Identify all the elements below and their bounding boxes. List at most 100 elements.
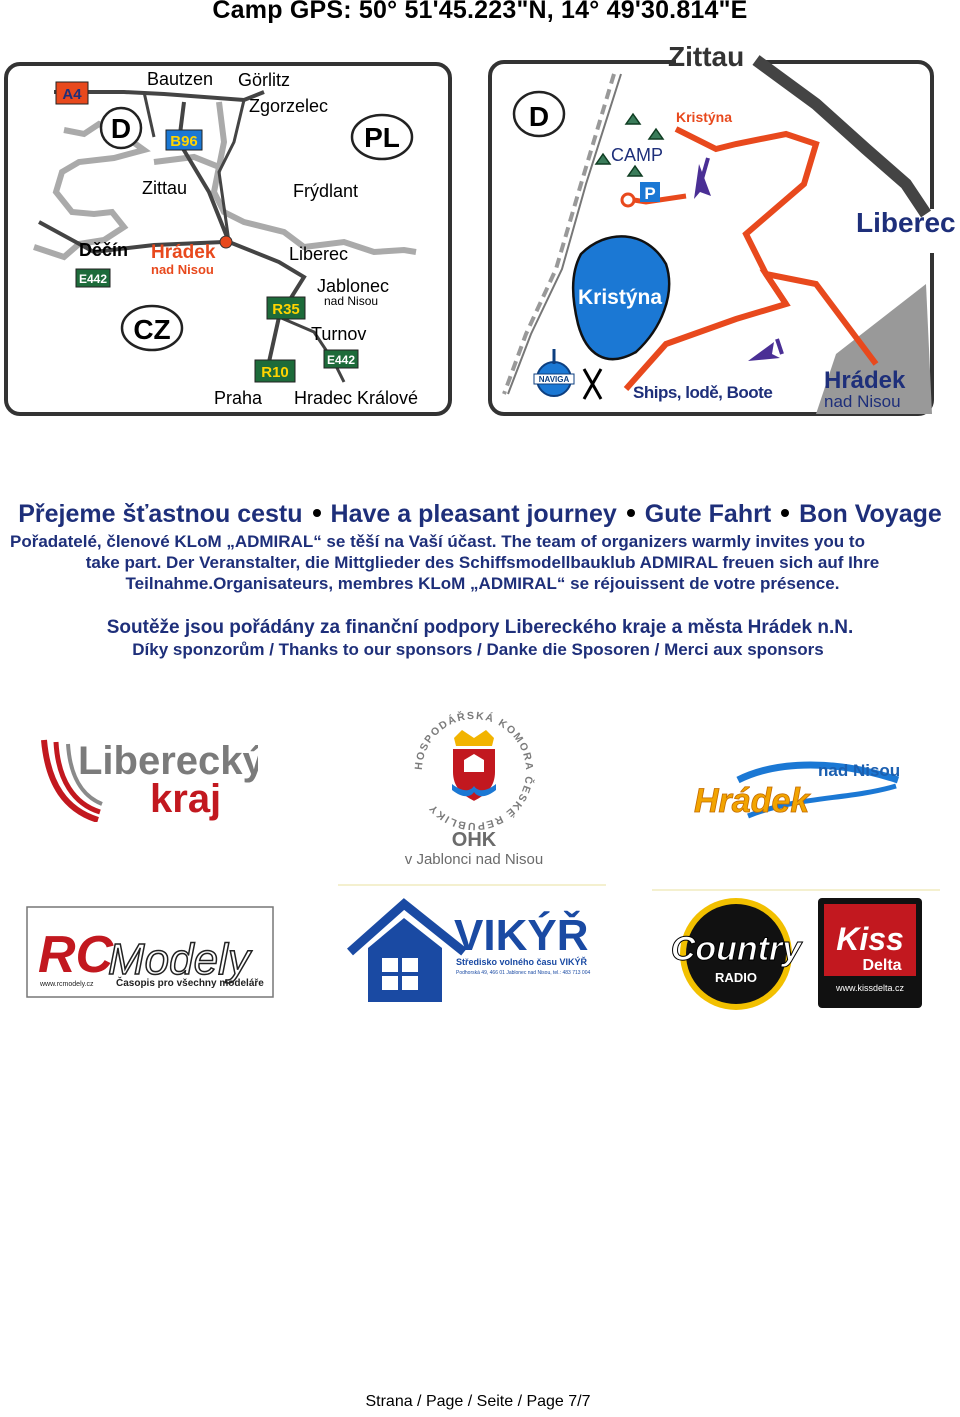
road-badge-a4 [55,81,89,105]
town-jablonec-sub: nad Nisou [324,294,378,308]
town-hradek-sub: nad Nisou [151,262,214,277]
road-main-south [176,101,307,383]
town-praha: Praha [214,388,263,408]
country-d [512,90,566,138]
route-to-hradek [759,269,879,366]
vikyr-logo: VIKÝŘ Středisko volného času VIKÝŘ Podho… [347,898,590,1002]
town-liberec: Liberec [289,244,348,264]
town-frydlant: Frýdlant [293,181,358,201]
road-a4 [54,90,265,103]
naviga-logo-icon: NAVIGA [533,349,575,397]
svg-text:A4: A4 [62,86,82,103]
svg-text:NAVIGA: NAVIGA [539,375,570,384]
border-line-neisse [216,101,228,168]
regional-map: A4 B96 E442 R35 R10 E442 D PL CZ Bautzen… [4,62,452,416]
road-b96 [142,91,156,138]
bullet-icon [626,509,635,518]
tent-icon [626,164,644,177]
town-bautzen: Bautzen [147,69,213,89]
town-zgorzelec: Zgorzelec [249,96,328,116]
hradek-logo: nad Nisou Hrádek [694,761,901,820]
sponsor-radio-logos: Country RADIO Kiss Delta www.kissdelta.c… [670,898,922,1010]
parking-icon [640,182,660,202]
country-radio-logo: Country RADIO [670,898,804,1010]
liberecky-kraj-logo: Liberecký kraj [41,739,258,822]
state-border [502,73,616,395]
cutlery-icon [582,368,603,400]
svg-text:VIKÝŘ: VIKÝŘ [454,910,588,960]
town-zittau: Zittau [142,178,187,198]
road-badge-e442-2 [323,349,359,369]
state-border-inner [507,73,622,395]
lake-label: Kristýna [578,286,662,309]
svg-text:Kiss: Kiss [836,921,904,957]
svg-text:Podhorská 49, 466 01 Jablonec: Podhorská 49, 466 01 Jablonec nad Nisou,… [456,970,590,976]
svg-text:nad Nisou: nad Nisou [818,761,900,780]
ohk-logo: HOSPODÁŘSKÁ KOMORA ČESKÉ REPUBLIKY OHK v… [405,710,543,868]
arrow-camp-icon [694,164,711,199]
arrow-lake-icon [748,342,780,361]
town-zittau: Zittau [668,41,744,72]
svg-text:PL: PL [364,122,400,153]
country-cz [120,304,184,352]
road-badge-r35 [266,296,306,320]
gps-title: Camp GPS: 50° 51'45.223"N, 14° 49'30.814… [212,0,748,24]
town-liberec: Liberec [856,207,956,238]
town-decin: Děčín [79,240,128,260]
road-badge-b96 [165,129,203,151]
bullet-icon [781,509,790,518]
town-hradek: Hrádek [151,242,216,263]
ships-label: Ships, lodě, Boote [633,383,772,402]
svg-text:B96: B96 [170,133,198,150]
svg-text:E442: E442 [79,272,107,286]
town-area [816,284,932,414]
country-pl [350,113,414,161]
svg-text:RADIO: RADIO [715,970,757,985]
lake-kristyna [571,235,671,361]
kristyna-label: Kristýna [676,109,732,125]
town-hradek-sub: nad Nisou [824,392,901,411]
svg-text:Hrádek: Hrádek [694,782,811,820]
town-goerlitz: Görlitz [238,70,290,90]
road-e442-west [38,220,225,255]
road-goerlitz [217,99,246,243]
svg-text:OHK: OHK [452,829,497,851]
tent-icon [647,127,665,140]
bullet-icon [312,509,321,518]
town-hradec-kralove: Hradec Králové [294,388,418,408]
border-line-pl-cz [153,153,417,256]
svg-text:P: P [644,184,655,203]
rc-modely-logo: RC Modely www.rcmodely.cz Časopis pro vš… [26,906,274,998]
page-footer: Strana / Page / Seite / Page 7/7 [365,1393,591,1410]
svg-text:D: D [111,113,131,144]
svg-text:CZ: CZ [133,314,170,345]
route-to-camp [623,126,820,391]
sponsors-heading: Díky sponzorům / Thanks to our sponsors … [132,640,824,659]
svg-text:Časopis pro všechny modeláře: Časopis pro všechny modeláře [116,976,264,989]
svg-text:Delta: Delta [862,957,901,974]
town-jablonec: Jablonec [317,276,389,296]
road-badge-r10 [254,359,296,383]
svg-text:kraj: kraj [150,777,221,821]
road-e442-east [278,315,346,383]
invitation-text: Pořadatelé, členové KLoM „ADMIRAL“ se tě… [10,532,880,593]
tent-icon [594,152,612,165]
town-hradek: Hrádek [824,367,906,394]
svg-text:Liberecký: Liberecký [78,739,258,783]
svg-text:D: D [529,101,549,132]
svg-text:Středisko volného času VIKÝŘ: Středisko volného času VIKÝŘ [456,956,588,967]
svg-text:Modely: Modely [108,935,253,984]
svg-text:R35: R35 [272,301,300,318]
camp-label: CAMP [611,145,663,165]
svg-text:www.rcmodely.cz: www.rcmodely.cz [39,981,94,988]
main-road [752,55,931,218]
town-turnov: Turnov [311,324,366,344]
country-d [99,106,143,150]
hradek-marker [219,235,233,249]
svg-text:www.kissdelta.cz: www.kissdelta.cz [835,983,905,993]
support-text: Soutěže jsou pořádány za finanční podpor… [106,617,854,638]
tent-icon [624,112,642,125]
svg-text:RC: RC [38,926,115,984]
svg-text:Country: Country [671,930,803,968]
